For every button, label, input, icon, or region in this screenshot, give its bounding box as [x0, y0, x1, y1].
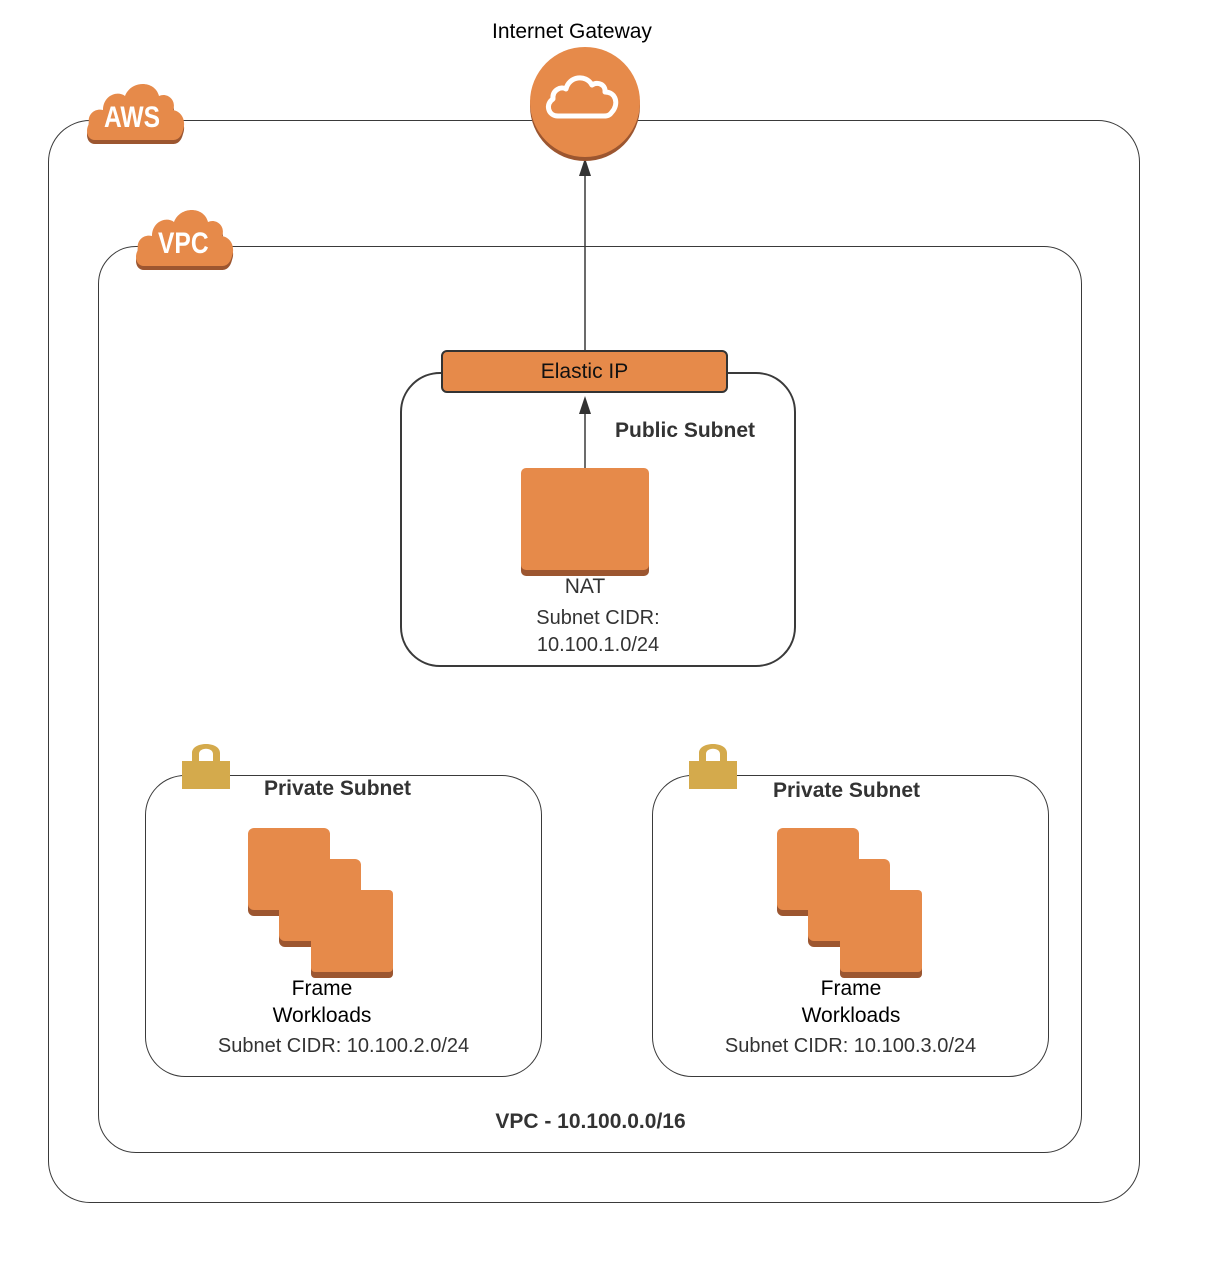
private-subnet-2-cidr: Subnet CIDR: 10.100.3.0/24: [724, 1035, 977, 1057]
aws-badge: [87, 84, 185, 144]
private-subnet-2-boundary: [652, 775, 1049, 1077]
frame-workloads-instances-icon[interactable]: [777, 828, 925, 980]
private-subnet-2-workload-line2: Workloads: [801, 1004, 901, 1027]
nat-instance-icon[interactable]: [521, 468, 649, 578]
vpc-badge-label: VPC: [158, 227, 209, 260]
nat-label: NAT: [564, 575, 606, 598]
private-subnet-2-title: Private Subnet: [773, 779, 921, 802]
internet-gateway-label: Internet Gateway: [492, 20, 652, 43]
private-subnet-1-workload-line1: Frame: [291, 977, 353, 1000]
arrow-nat-to-elastic-ip: [579, 396, 591, 468]
arrow-elastic-ip-to-igw: [579, 158, 591, 350]
cloud-icon: [545, 75, 619, 119]
aws-badge-label: AWS: [104, 101, 161, 134]
public-subnet-cidr-label: Subnet CIDR:: [536, 607, 660, 629]
private-subnet-1-boundary: [145, 775, 542, 1077]
private-subnet-2-workload-line1: Frame: [820, 977, 882, 1000]
elastic-ip-label: Elastic IP: [540, 359, 629, 383]
private-subnet-1-title: Private Subnet: [264, 777, 412, 800]
vpc-badge: [136, 210, 234, 270]
elastic-ip-node[interactable]: Elastic IP: [441, 350, 728, 393]
vpc-cidr-title: VPC - 10.100.0.0/16: [495, 1110, 686, 1133]
frame-workloads-instances-icon[interactable]: [248, 828, 396, 980]
private-subnet-1-workload-line2: Workloads: [272, 1004, 372, 1027]
private-subnet-1-cidr: Subnet CIDR: 10.100.2.0/24: [217, 1035, 470, 1057]
internet-gateway-icon[interactable]: [528, 46, 642, 161]
lock-icon: [182, 744, 230, 789]
public-subnet-title: Public Subnet: [615, 419, 756, 442]
public-subnet-cidr-value: 10.100.1.0/24: [536, 634, 660, 656]
lock-icon: [689, 744, 737, 789]
vpc-boundary: [98, 246, 1082, 1153]
